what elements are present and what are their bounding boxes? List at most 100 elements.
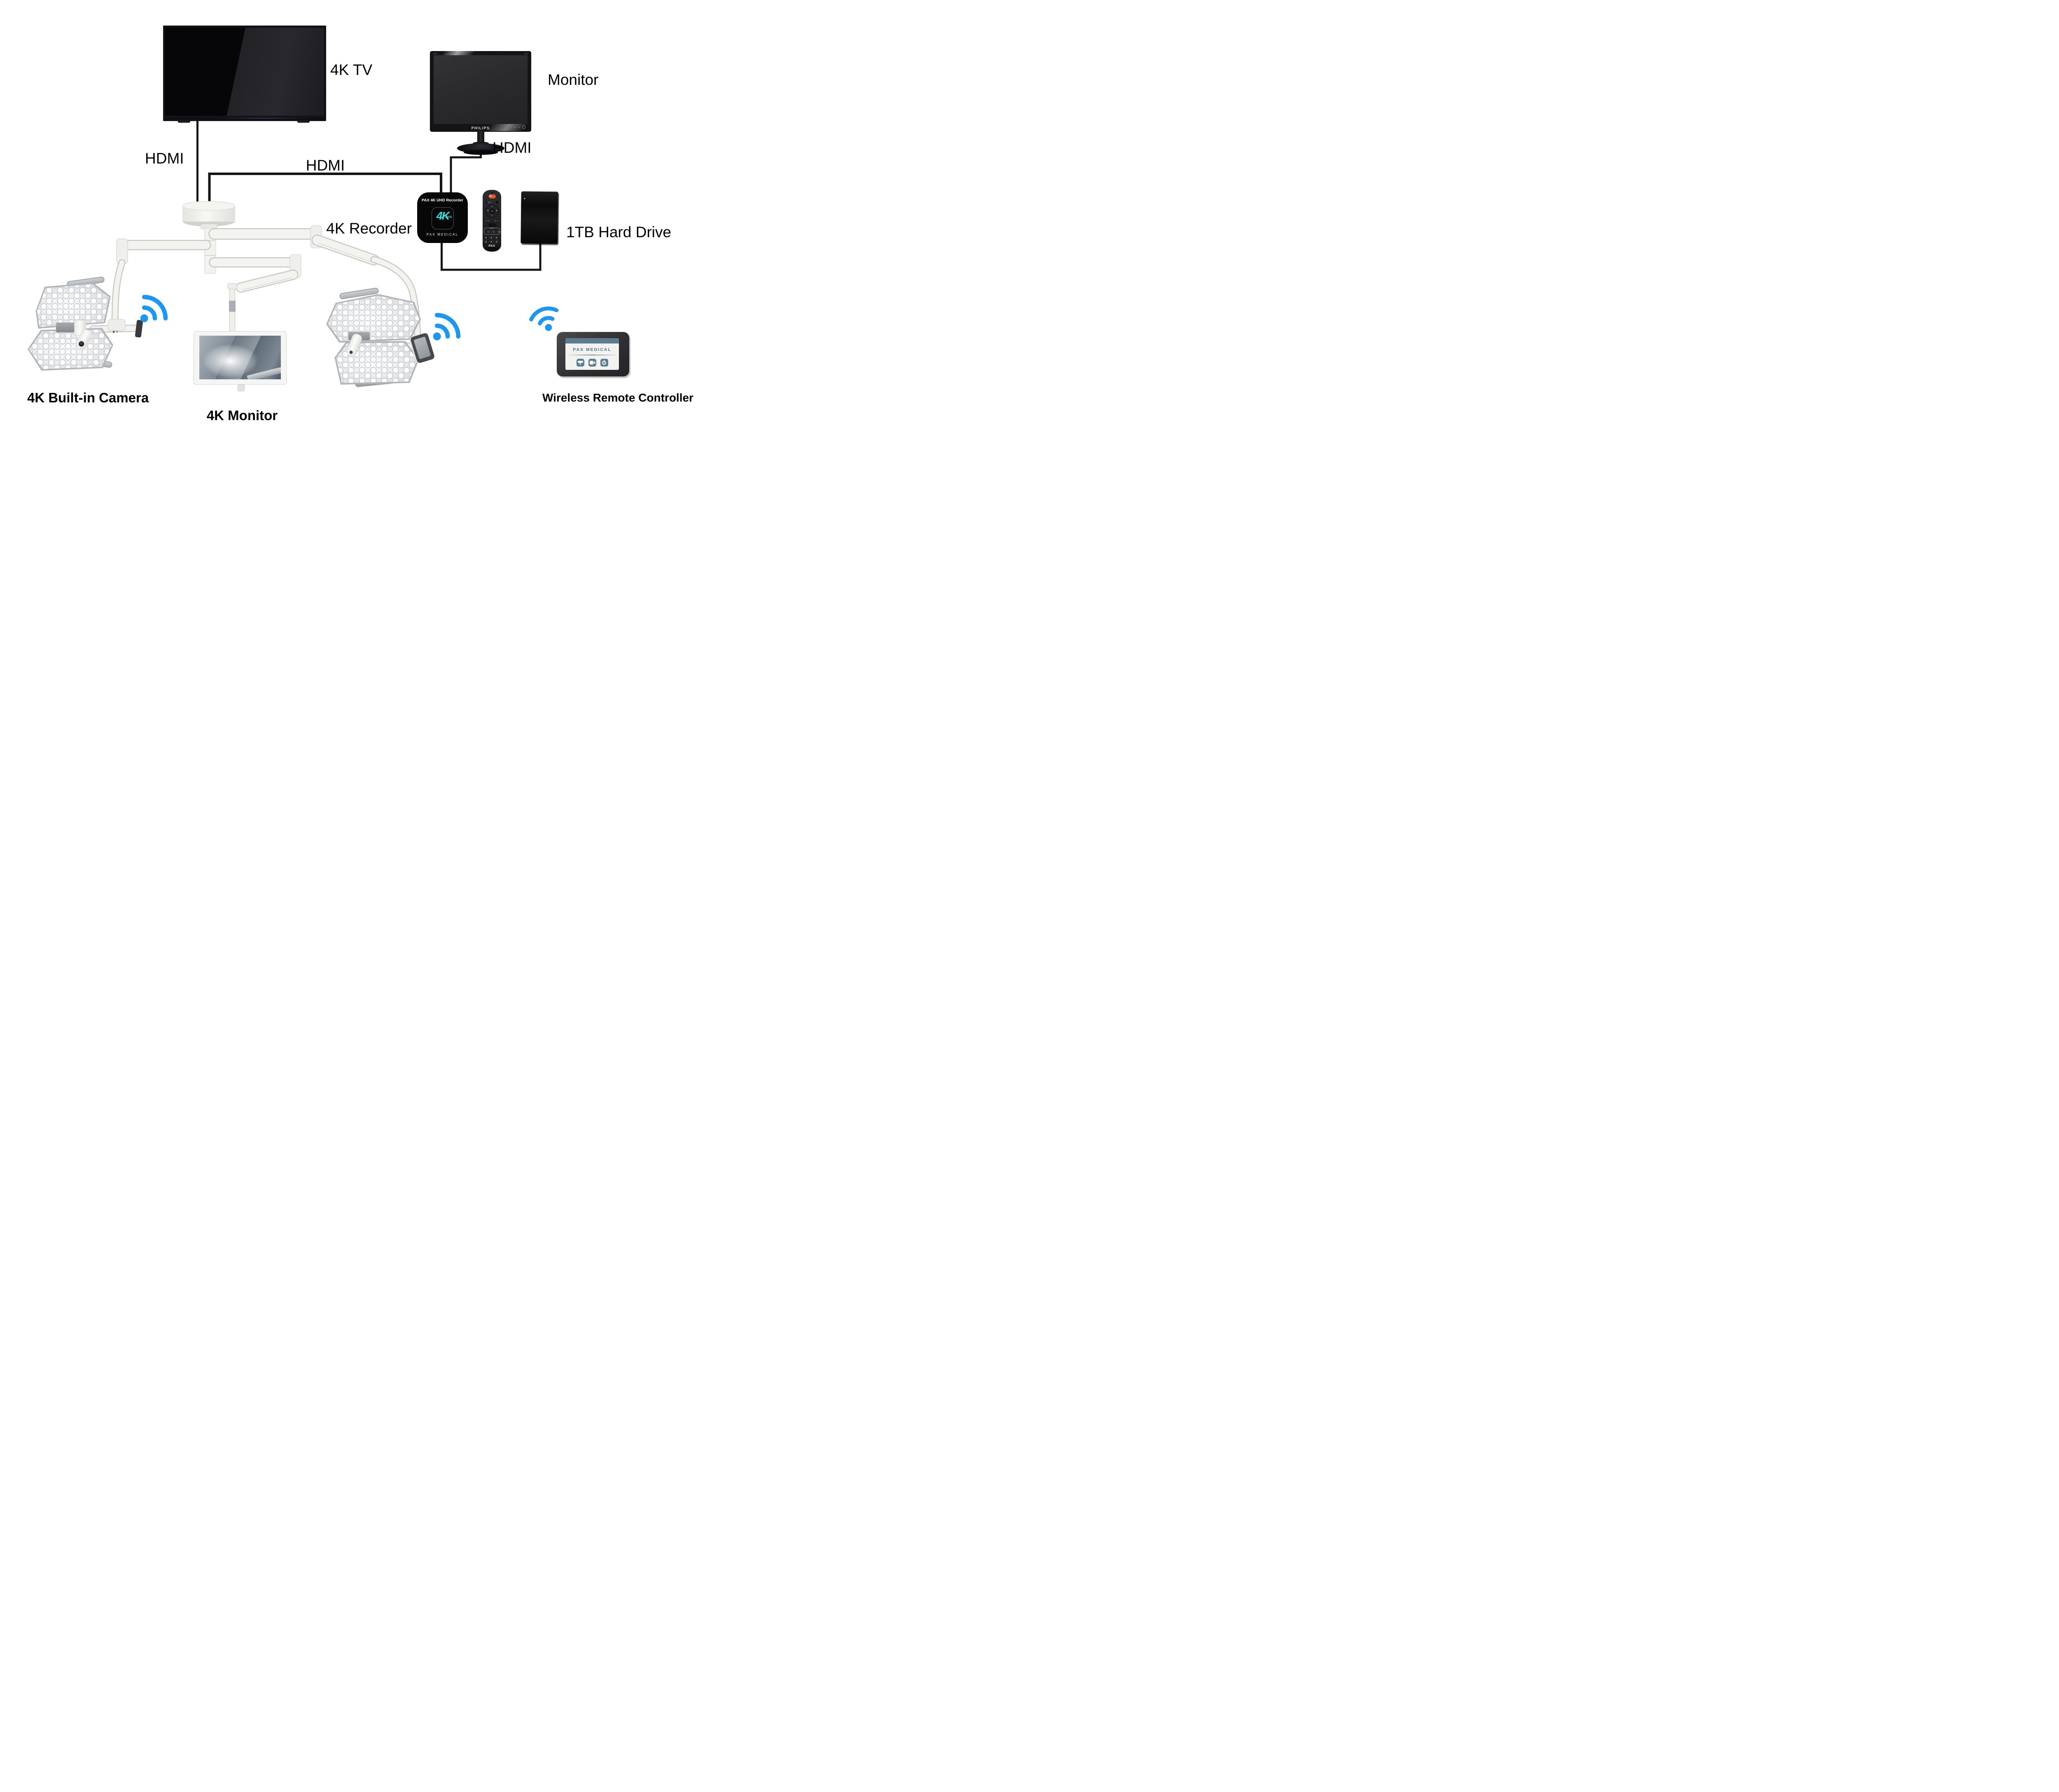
- back-label: BACK: [495, 220, 499, 222]
- recorder-device: PAX 4K UHD Recorder 4K UHD PAX MEDICAL: [417, 192, 468, 243]
- recorder-remote-control: REC STOP DISPLAY ▲ ▼ ◀ ▶ OK MENU BACK ▶‖…: [483, 190, 501, 252]
- label-hdmi-center: HDMI: [306, 157, 345, 174]
- monitor-bottom-bezel: PHILIPS: [432, 124, 530, 131]
- monitor-stand-neck: [477, 131, 484, 143]
- wifi-icon: [529, 306, 559, 331]
- video-button: VIDEO: [485, 230, 489, 234]
- arm-monitor-4k: [194, 331, 287, 385]
- delete-button: DELETE: [495, 230, 501, 234]
- hdmi-cable-monitor: [450, 130, 482, 194]
- controller-header-bar: [565, 338, 619, 343]
- recorder-title: PAX 4K UHD Recorder: [421, 198, 464, 203]
- recorder-brand: PAX MEDICAL: [426, 233, 459, 236]
- tv-glint: [212, 118, 313, 119]
- recorder-logo-box: 4K UHD: [432, 207, 454, 229]
- delete-label: DELETE: [497, 231, 501, 233]
- light-wing-lower: [334, 341, 419, 385]
- play-pause-button: ▶‖: [488, 223, 496, 229]
- controller-keys: [565, 359, 619, 367]
- hdmi-cable-center: [208, 173, 442, 208]
- snapshot-camera-button: [495, 200, 499, 204]
- label-hdmi-tv: HDMI: [145, 150, 184, 167]
- volume-minus-button: [484, 240, 488, 243]
- lamp-icon: [577, 359, 584, 367]
- camera-button: [588, 359, 596, 367]
- monitor-led-text: LED: [524, 52, 529, 55]
- tv-soundbar: [165, 116, 324, 119]
- logo-4k: 4K: [436, 210, 450, 222]
- light-wing-lower: [28, 328, 113, 371]
- table-rail: [247, 367, 281, 379]
- ceiling-mount-hub: [182, 201, 236, 229]
- light-wing-upper: [35, 283, 111, 329]
- handle-tip: [349, 350, 353, 355]
- remote-brand: PAX: [488, 244, 495, 248]
- label-monitor: Monitor: [548, 71, 599, 88]
- mic-minus-button: [484, 236, 488, 239]
- controller-screen: PAX MEDICAL: [565, 338, 619, 370]
- logo-uhd: UHD: [445, 216, 452, 219]
- cable-recorder-to-harddrive: [441, 241, 542, 271]
- dpad: ▲ ▼ ◀ ▶ OK: [486, 205, 499, 217]
- arm-monitor-knob: [238, 384, 245, 391]
- tv-4k: [163, 26, 326, 121]
- label-wireless-controller: Wireless Remote Controller: [542, 391, 693, 404]
- rec-stop-button: REC STOP: [488, 194, 496, 199]
- light-wing-upper: [326, 294, 421, 343]
- monitor-stand-base-shadow: [464, 150, 498, 155]
- dpad-up-icon: ▲: [491, 206, 493, 208]
- hard-drive-texture: [521, 191, 558, 244]
- monitor-model-text: 200V: [433, 52, 438, 55]
- light-center-mount: [56, 322, 76, 332]
- rec-stop-label: REC STOP: [488, 195, 492, 197]
- power-button: [600, 359, 608, 367]
- tv-foot-right: [297, 120, 310, 123]
- label-monitor-4k: 4K Monitor: [206, 408, 278, 423]
- label-recorder: 4K Recorder: [326, 220, 412, 237]
- lamp-button: [576, 359, 584, 367]
- image-label: IMAGE: [491, 231, 495, 233]
- philips-monitor: 200V LED PHILIPS: [430, 51, 531, 132]
- image-button: IMAGE: [490, 230, 495, 234]
- power-icon: [522, 126, 525, 129]
- display-label: DISPLAY: [486, 202, 492, 203]
- led-panel: [336, 343, 418, 383]
- hard-drive-led: [524, 198, 525, 199]
- diagram-canvas: 200V LED PHILIPS: [0, 0, 700, 448]
- mic-mute-button: [495, 236, 499, 239]
- ok-label: OK: [491, 210, 493, 212]
- led-panel: [29, 329, 112, 369]
- mic-plus-button: [490, 236, 494, 239]
- wifi-icon: [140, 294, 168, 322]
- playback-label: PLAYBACK: [489, 228, 495, 229]
- support-arm-right-light: [208, 225, 421, 342]
- power-icon: [600, 359, 608, 367]
- volume-mute-button: [495, 240, 499, 243]
- dpad-left-icon: ◀: [487, 210, 488, 212]
- playback-group: PLAYBACK VIDEO IMAGE DELETE: [484, 228, 501, 235]
- philips-logo: PHILIPS: [471, 126, 490, 130]
- back-button: [495, 219, 499, 223]
- ok-button: OK: [489, 208, 495, 214]
- dpad-down-icon: ▼: [491, 214, 493, 217]
- support-arm-left-light: [89, 238, 211, 338]
- dpad-right-icon: ▶: [496, 210, 497, 212]
- display-button: [485, 200, 489, 204]
- led-panel: [37, 284, 109, 327]
- tv-foot-left: [178, 120, 190, 123]
- menu-label: MENU: [486, 220, 489, 222]
- video-camera-icon: [588, 359, 596, 367]
- label-builtin-camera: 4K Built-in Camera: [27, 390, 149, 405]
- volume-plus-button: [490, 240, 494, 243]
- wifi-icon: [433, 313, 461, 341]
- cables-and-arms: [89, 120, 542, 351]
- label-hard-drive: 1TB Hard Drive: [566, 224, 671, 241]
- video-label: VIDEO: [486, 231, 490, 233]
- controller-brand: PAX MEDICAL: [573, 347, 612, 352]
- wireless-remote-controller: PAX MEDICAL: [557, 332, 629, 376]
- label-tv: 4K TV: [330, 61, 373, 78]
- support-arm-monitor: [209, 254, 301, 332]
- hard-drive-device: [521, 191, 558, 244]
- remote-tail: [486, 247, 498, 251]
- led-panel: [328, 296, 419, 341]
